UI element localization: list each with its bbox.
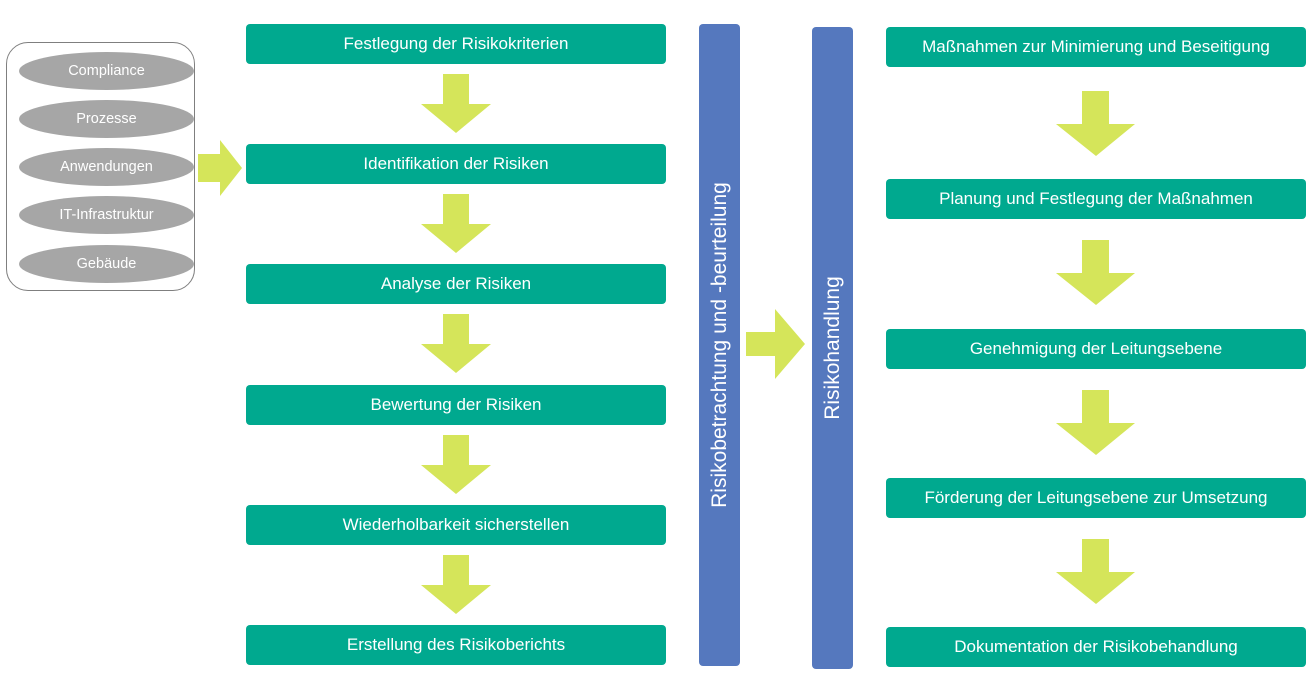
step-planung-massnahmen: Planung und Festlegung der Maßnahmen — [886, 179, 1306, 219]
arrow-down-icon — [421, 194, 491, 253]
arrow-down-icon — [421, 314, 491, 373]
step-erstellung-risikobericht: Erstellung des Risikoberichts — [246, 625, 666, 665]
step-foerderung-umsetzung: Förderung der Leitungsebene zur Umsetzun… — [886, 478, 1306, 518]
scope-item-it-infrastruktur: IT-Infrastruktur — [19, 196, 194, 234]
arrow-down-icon — [1056, 91, 1135, 156]
arrow-down-icon — [1056, 539, 1135, 604]
arrow-right-icon — [746, 309, 805, 379]
scope-item-prozesse: Prozesse — [19, 100, 194, 138]
step-massnahmen-minimierung: Maßnahmen zur Minimierung und Beseitigun… — [886, 27, 1306, 67]
scope-container: Compliance Prozesse Anwendungen IT-Infra… — [6, 42, 195, 291]
arrow-down-icon — [1056, 390, 1135, 455]
arrow-down-icon — [421, 74, 491, 133]
step-identifikation-risiken: Identifikation der Risiken — [246, 144, 666, 184]
step-analyse-risiken: Analyse der Risiken — [246, 264, 666, 304]
arrow-right-icon — [198, 140, 242, 196]
arrow-down-icon — [1056, 240, 1135, 305]
arrow-down-icon — [421, 435, 491, 494]
scope-item-compliance: Compliance — [19, 52, 194, 90]
step-bewertung-risiken: Bewertung der Risiken — [246, 385, 666, 425]
step-wiederholbarkeit: Wiederholbarkeit sicherstellen — [246, 505, 666, 545]
arrow-down-icon — [421, 555, 491, 614]
phase-label-treatment: Risikohandlung — [820, 276, 844, 420]
phase-bar-assessment: Risikobetrachtung und -beurteilung — [699, 24, 740, 666]
scope-item-anwendungen: Anwendungen — [19, 148, 194, 186]
phase-bar-treatment: Risikohandlung — [812, 27, 853, 669]
scope-item-gebaeude: Gebäude — [19, 245, 194, 283]
step-dokumentation-risikobehandlung: Dokumentation der Risikobehandlung — [886, 627, 1306, 667]
phase-label-assessment: Risikobetrachtung und -beurteilung — [707, 182, 731, 508]
step-genehmigung-leitungsebene: Genehmigung der Leitungsebene — [886, 329, 1306, 369]
step-festlegung-risikokriterien: Festlegung der Risikokriterien — [246, 24, 666, 64]
